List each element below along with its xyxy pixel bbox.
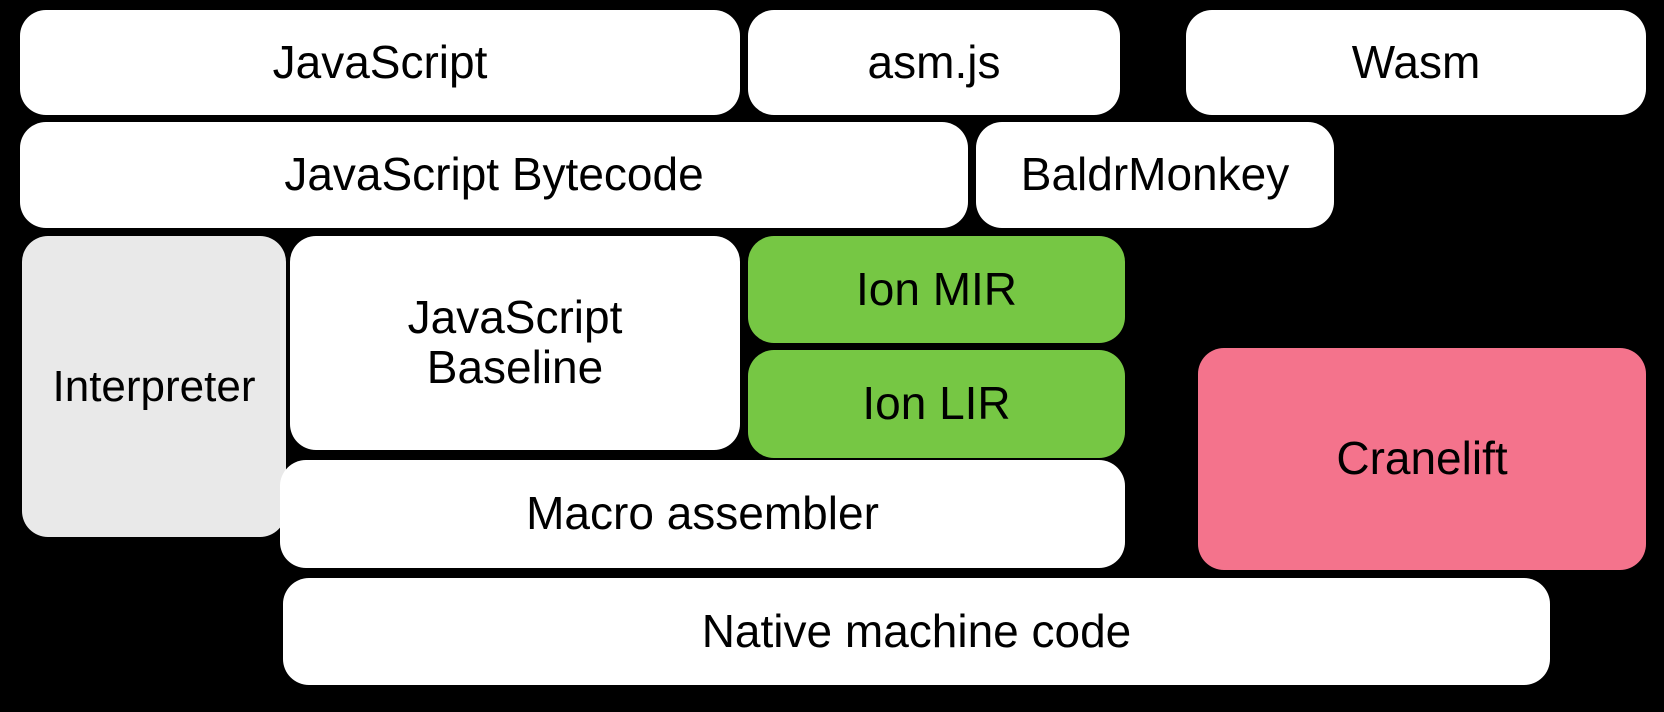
node-macro-assembler[interactable]: Macro assembler (280, 460, 1125, 568)
node-javascript-baseline[interactable]: JavaScript Baseline (290, 236, 740, 450)
node-wasm[interactable]: Wasm (1186, 10, 1646, 115)
node-ion-mir[interactable]: Ion MIR (748, 236, 1125, 343)
node-cranelift[interactable]: Cranelift (1198, 348, 1646, 570)
node-ion-lir[interactable]: Ion LIR (748, 350, 1125, 458)
node-javascript[interactable]: JavaScript (20, 10, 740, 115)
node-interpreter[interactable]: Interpreter (22, 236, 286, 537)
node-asmjs[interactable]: asm.js (748, 10, 1120, 115)
node-baldrmonkey[interactable]: BaldrMonkey (976, 122, 1334, 228)
node-javascript-bytecode[interactable]: JavaScript Bytecode (20, 122, 968, 228)
node-native-machine-code[interactable]: Native machine code (283, 578, 1550, 685)
